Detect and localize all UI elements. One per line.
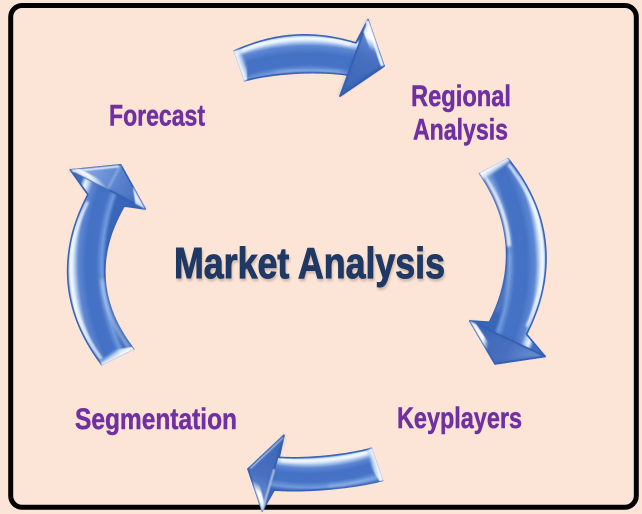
svg-text:Regional: Regional: [411, 80, 511, 113]
svg-text:Forecast: Forecast: [109, 100, 205, 133]
svg-text:Keyplayers: Keyplayers: [397, 402, 522, 435]
svg-text:Segmentation: Segmentation: [75, 403, 237, 436]
svg-text:Analysis: Analysis: [413, 114, 508, 147]
svg-text:Market Analysis: Market Analysis: [174, 239, 445, 288]
svg-text:Market Analysis: Market Analysis: [175, 242, 446, 291]
